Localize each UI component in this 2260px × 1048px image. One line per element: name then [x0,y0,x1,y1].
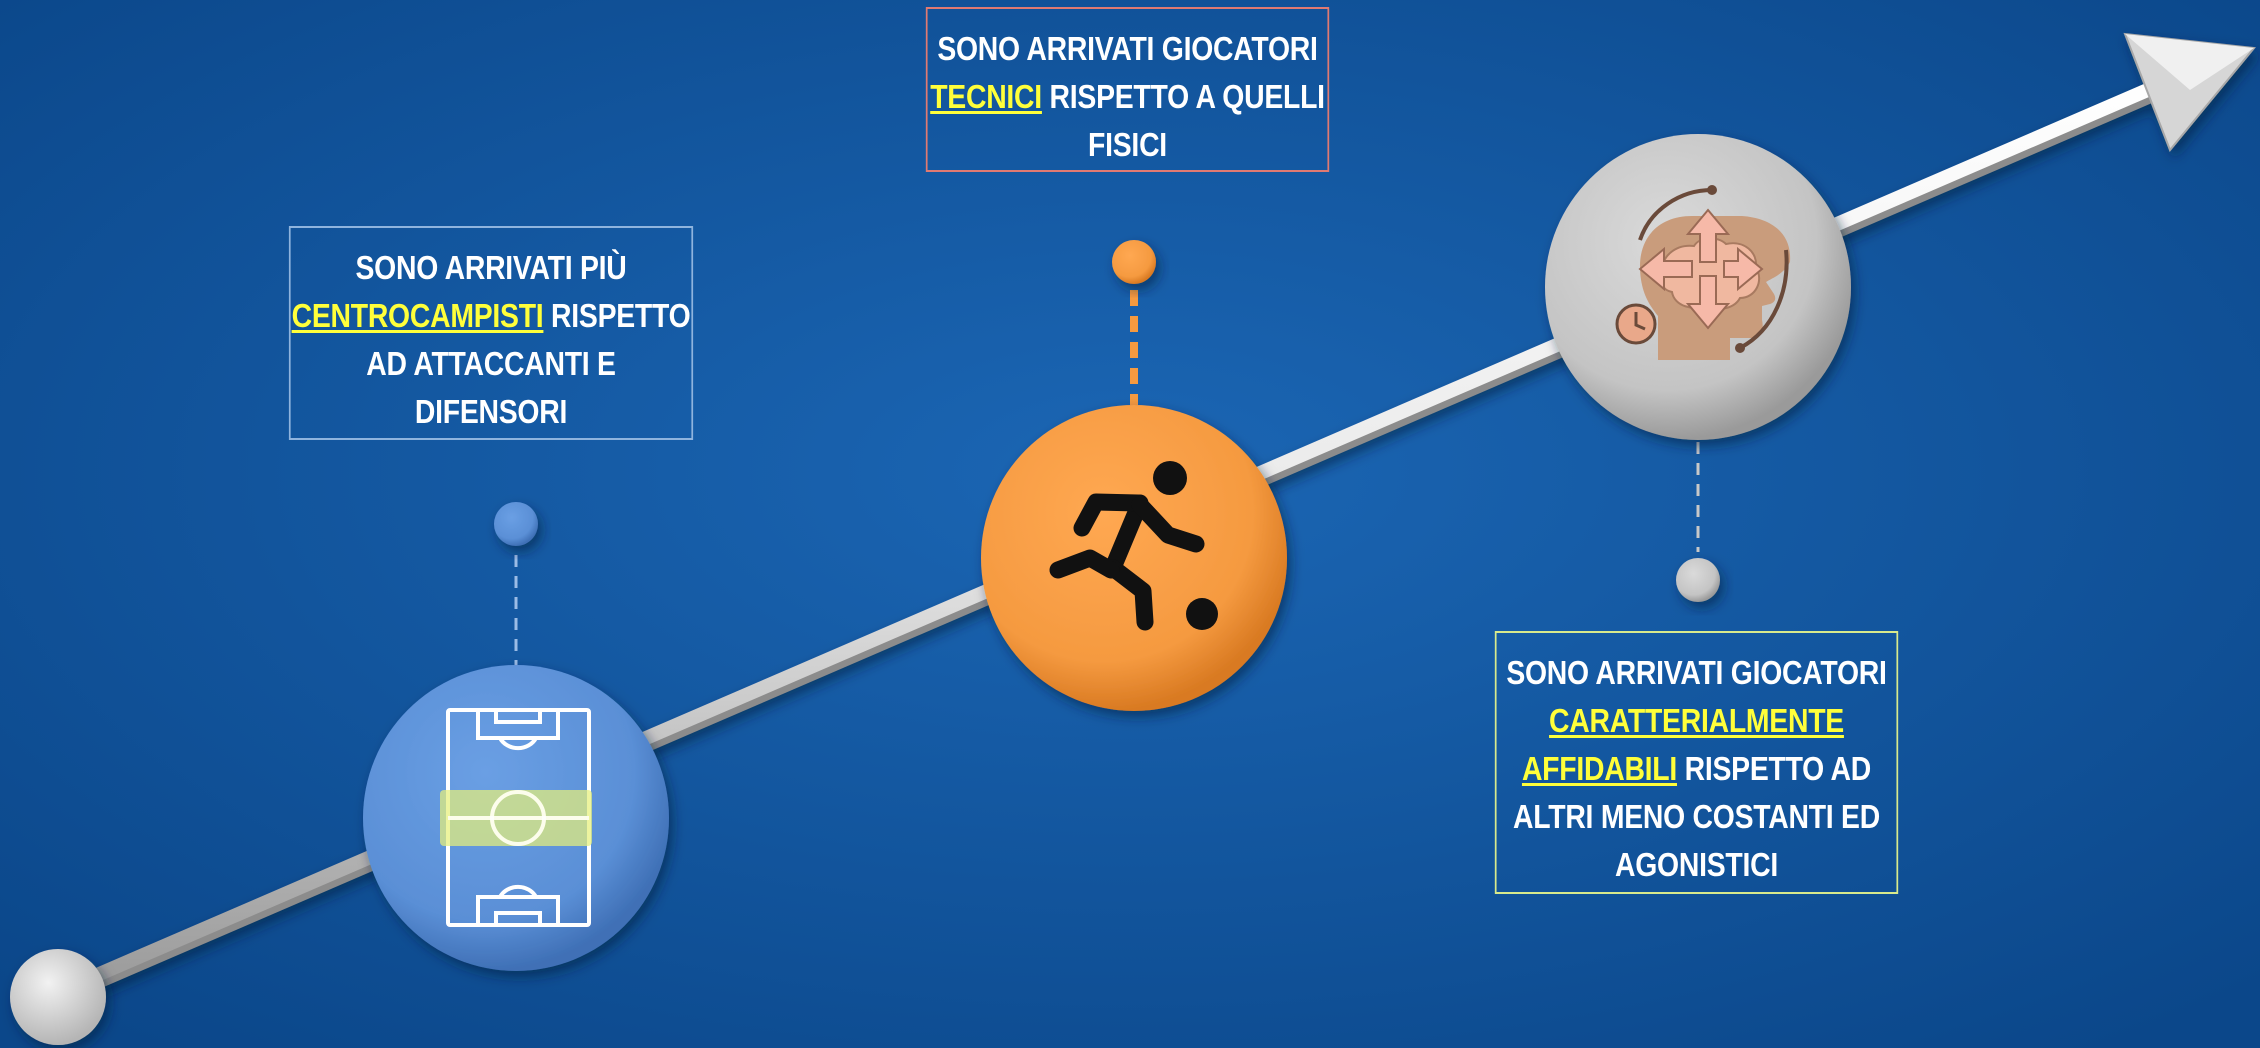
stage-2-description: SONO ARRIVATI GIOCATORI TECNICI RISPETTO… [925,7,1330,172]
stage-2-line-1: SONO ARRIVATI GIOCATORI [937,30,1318,67]
stage-1-description: SONO ARRIVATI PIÙ CENTROCAMPISTI RISPETT… [288,226,694,440]
stage-1-highlight: CENTROCAMPISTI [291,297,544,334]
soccer-player-kicking-icon [1049,461,1218,631]
stage-3-line-3: RISPETTO AD [1677,750,1872,787]
connector-stage-1 [494,502,538,668]
stage-2-circle [981,405,1287,711]
stage-2-line-3: FISICI [1088,126,1167,163]
timeline-start-dot [10,949,106,1045]
stage-1-circle [363,665,669,971]
stage-3-line-5: AGONISTICI [1615,846,1778,883]
stage-1-line-3: AD ATTACCANTI E [366,345,616,382]
stage-2-line-2: RISPETTO A QUELLI [1041,78,1325,115]
stage-3-highlight-a: CARATTERIALMENTE [1549,702,1844,739]
connector-stage-3 [1676,442,1720,602]
stage-2-highlight: TECNICI [930,78,1042,115]
stage-3-line-1: SONO ARRIVATI GIOCATORI [1506,654,1887,691]
stage-3-description: SONO ARRIVATI GIOCATORI CARATTERIALMENTE… [1494,631,1899,894]
connector-stage-2 [1112,240,1156,405]
stage-3-line-4: ALTRI MENO COSTANTI ED [1513,798,1880,835]
stage-3-circle [1545,134,1851,440]
stage-1-line-2: RISPETTO [543,297,691,334]
head-brain-mindset-icon [1615,185,1791,360]
stage-1-line-4: DIFENSORI [414,393,568,430]
stage-1-line-1: SONO ARRIVATI PIÙ [355,249,627,286]
stage-3-highlight-b: AFFIDABILI [1521,750,1678,787]
